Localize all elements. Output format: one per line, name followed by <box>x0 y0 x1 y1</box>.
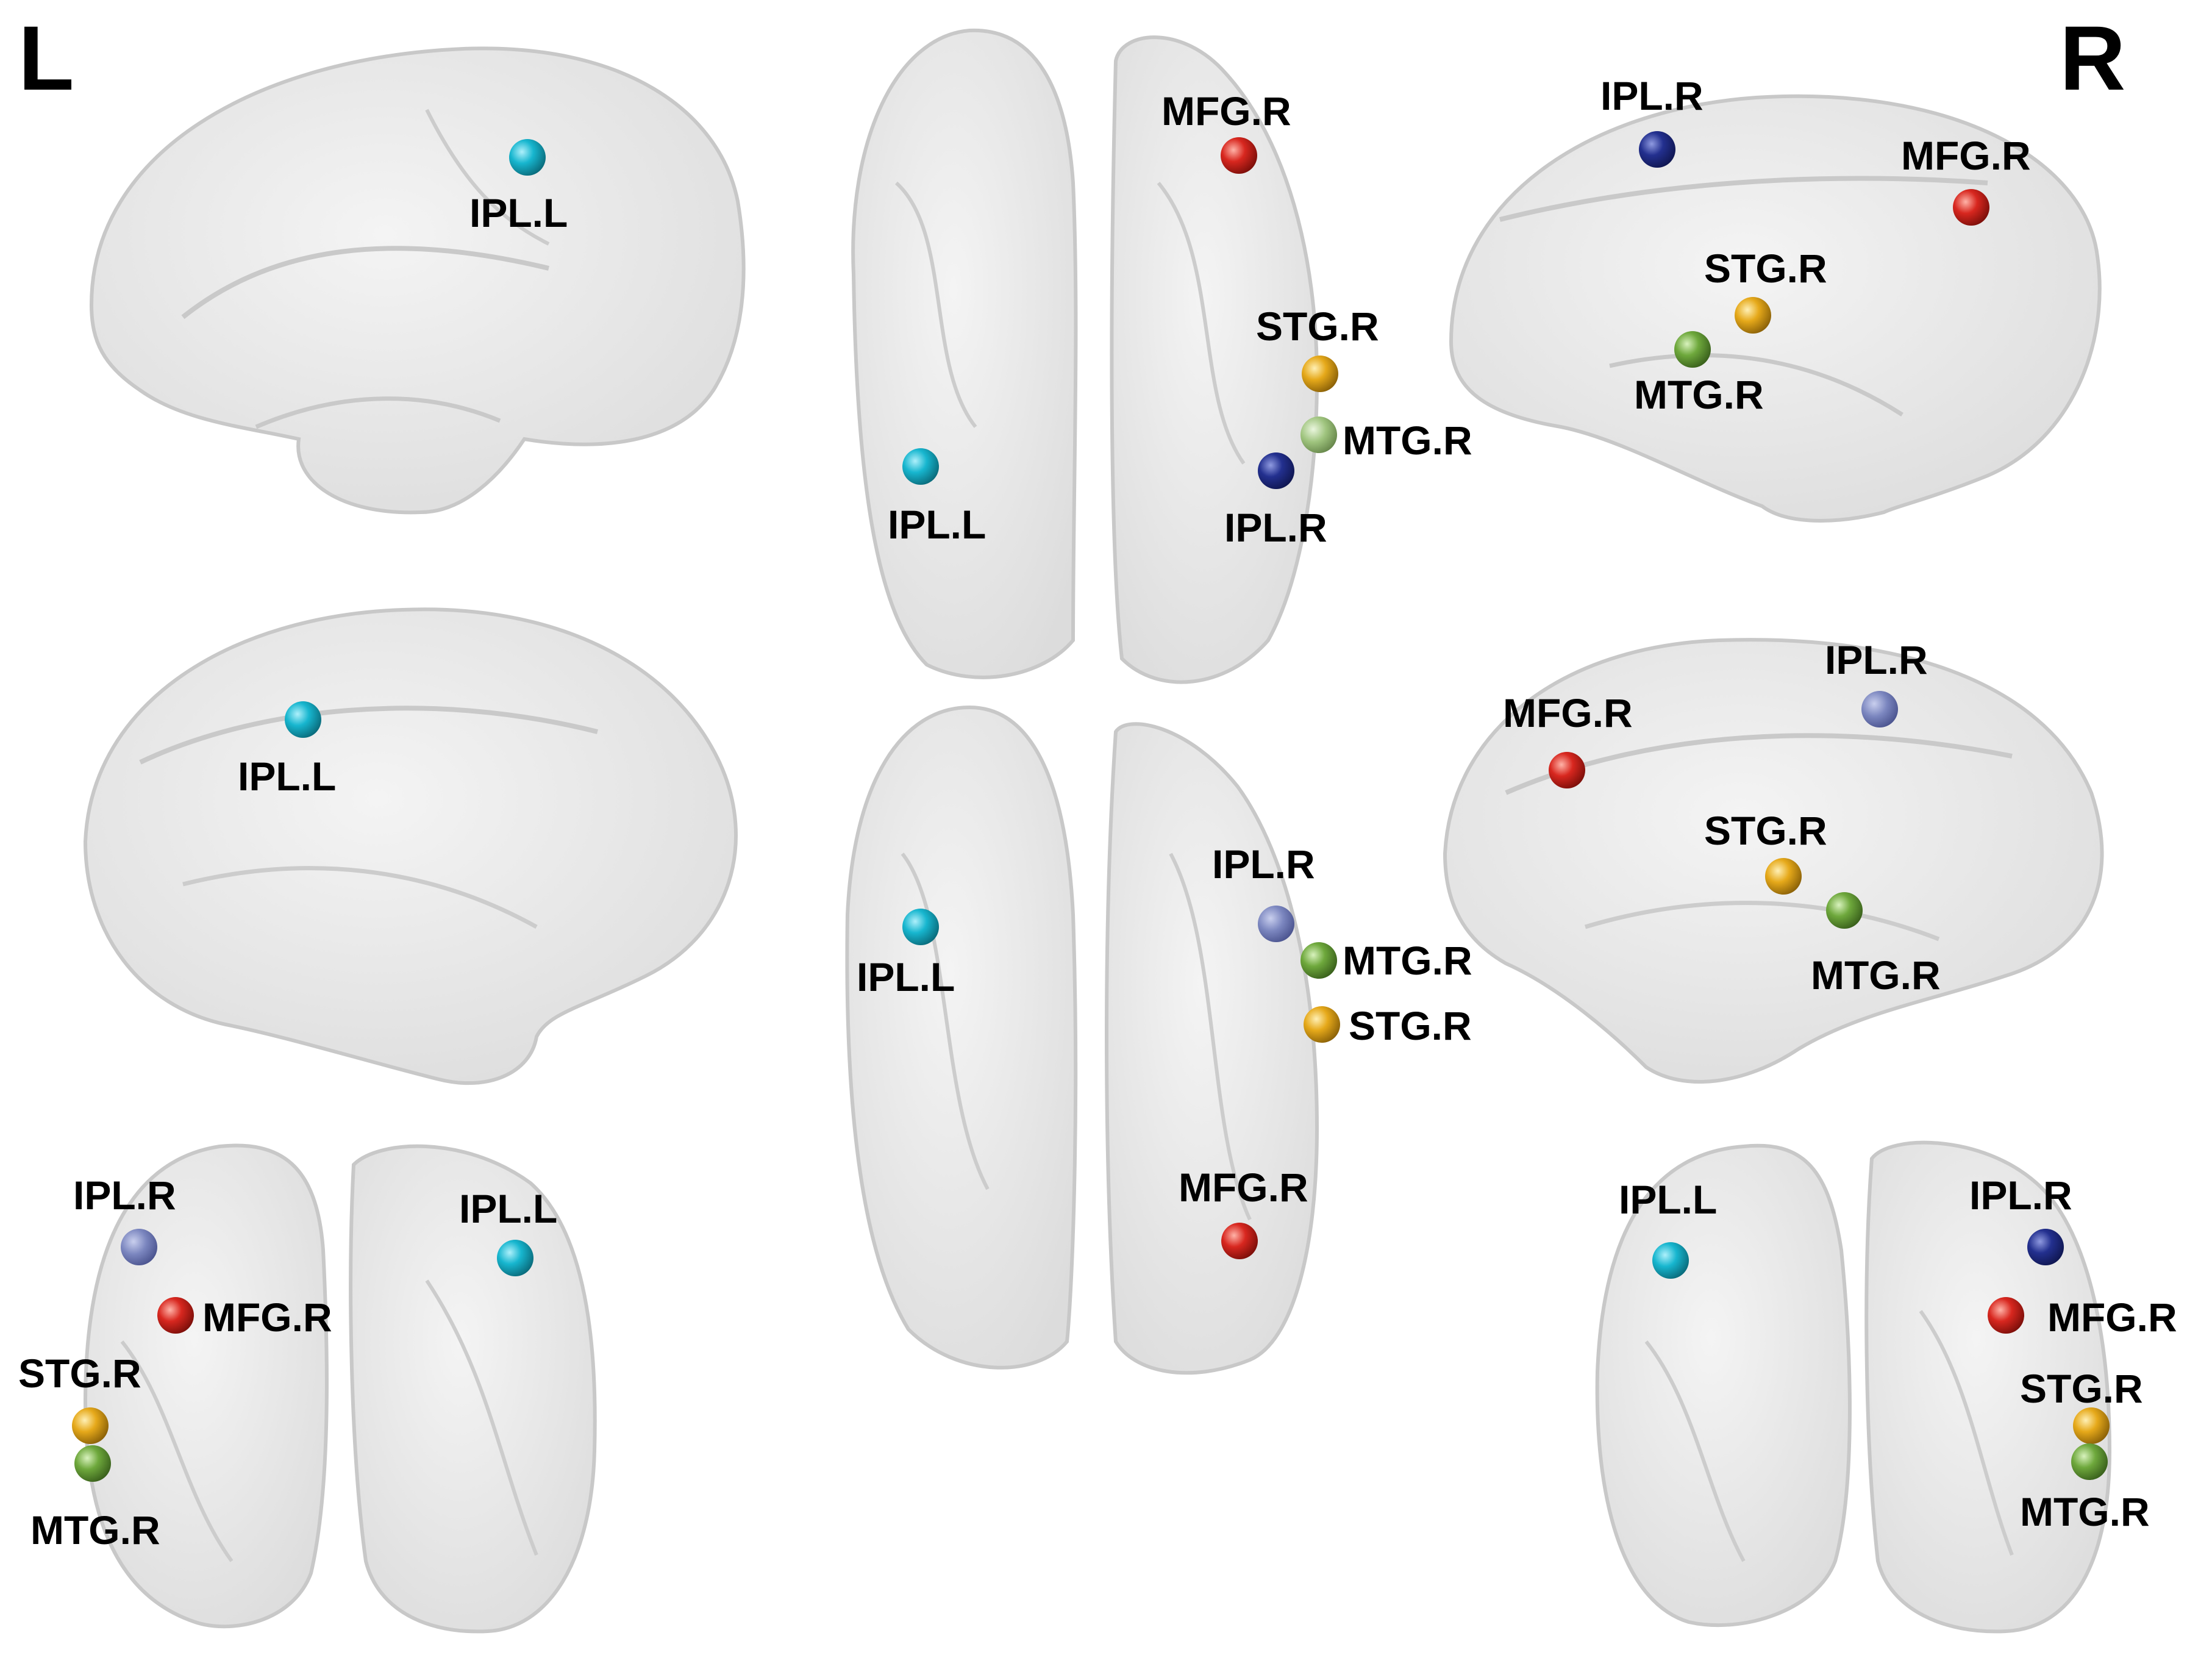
roi-mfg-r-sphere <box>1221 137 1257 174</box>
roi-mtg-r-sphere <box>1674 331 1711 368</box>
roi-ipl-r-label: IPL.R <box>1825 637 1928 682</box>
roi-ipl-l-sphere <box>497 1240 533 1276</box>
roi-mfg-r-label: MFG.R <box>1161 88 1291 134</box>
roi-markers: IPL.L MFG.R STG.R MTG.R IPL.R IPL.L IPL.… <box>18 73 2177 1553</box>
roi-mtg-r-label: MTG.R <box>1343 938 1472 983</box>
roi-ipl-r-label: IPL.R <box>1224 505 1327 550</box>
roi-ipl-l-label: IPL.L <box>1619 1177 1717 1222</box>
brain-left-lateral <box>89 46 746 515</box>
brain-surfaces <box>83 28 2112 1634</box>
roi-stg-r-sphere <box>72 1407 109 1444</box>
roi-ipl-l-label: IPL.L <box>469 190 568 235</box>
roi-mfg-r-sphere <box>157 1297 194 1334</box>
brain-right-medial <box>1443 638 2104 1084</box>
roi-ipl-l-sphere <box>1652 1242 1689 1279</box>
brain-superior-right-hemisphere <box>1110 35 1319 684</box>
roi-mtg-r-label: MTG.R <box>1343 418 1472 463</box>
roi-stg-r-label: STG.R <box>1349 1003 1472 1048</box>
roi-ipl-l-sphere <box>509 139 546 176</box>
roi-stg-r-label: STG.R <box>1704 808 1827 853</box>
roi-ipl-r-sphere <box>121 1229 157 1265</box>
roi-ipl-r-sphere <box>2027 1229 2064 1265</box>
roi-mtg-r-sphere <box>74 1445 111 1482</box>
roi-ipl-r-label: IPL.R <box>73 1173 176 1218</box>
brain-right-lateral <box>1449 94 2102 523</box>
roi-mfg-r-sphere <box>1953 189 1989 226</box>
roi-mfg-r-label: MFG.R <box>2047 1295 2177 1340</box>
roi-stg-r-sphere <box>1302 356 1338 392</box>
roi-mtg-r-sphere <box>1826 892 1863 929</box>
roi-mtg-r-label: MTG.R <box>1811 953 1941 998</box>
roi-stg-r-sphere <box>1304 1006 1340 1043</box>
roi-stg-r-label: STG.R <box>2020 1366 2143 1411</box>
roi-stg-r-label: STG.R <box>18 1351 141 1396</box>
roi-mtg-r-label: MTG.R <box>2020 1489 2150 1534</box>
roi-mtg-r-sphere <box>1300 942 1337 979</box>
roi-stg-r-label: STG.R <box>1704 246 1827 291</box>
roi-mfg-r-label: MFG.R <box>1901 133 2031 178</box>
brain-superior-left-hemisphere <box>851 28 1078 679</box>
roi-stg-r-sphere <box>2073 1407 2110 1444</box>
roi-ipl-l-sphere <box>902 909 939 945</box>
brain-inferior-right-hemisphere <box>1105 722 1319 1375</box>
roi-ipl-l-label: IPL.L <box>459 1186 557 1231</box>
roi-mfg-r-label: MFG.R <box>202 1295 332 1340</box>
roi-stg-r-sphere <box>1765 858 1802 895</box>
roi-ipl-l-label: IPL.L <box>238 754 336 799</box>
roi-mtg-r-label: MTG.R <box>30 1507 160 1553</box>
brain-anterior-right-hemisphere <box>349 1144 597 1634</box>
roi-mfg-r-label: MFG.R <box>1503 690 1633 735</box>
roi-ipl-r-sphere <box>1861 691 1898 727</box>
roi-ipl-r-label: IPL.R <box>1600 73 1704 118</box>
roi-ipl-l-sphere <box>285 701 321 738</box>
roi-ipl-r-sphere <box>1258 452 1294 489</box>
left-hemisphere-label: L <box>18 7 74 109</box>
roi-ipl-r-label: IPL.R <box>1969 1173 2072 1218</box>
roi-ipl-r-sphere <box>1639 131 1675 168</box>
roi-stg-r-label: STG.R <box>1256 304 1379 349</box>
roi-ipl-l-label: IPL.L <box>888 502 986 547</box>
roi-mfg-r-sphere <box>1988 1297 2024 1334</box>
roi-ipl-r-sphere <box>1258 906 1294 942</box>
roi-stg-r-sphere <box>1735 297 1771 334</box>
roi-ipl-r-label: IPL.R <box>1212 842 1315 887</box>
roi-mfg-r-sphere <box>1221 1223 1258 1259</box>
roi-mtg-r-sphere <box>2071 1443 2108 1480</box>
brain-anterior-left-hemisphere <box>83 1143 329 1629</box>
roi-mtg-r-label: MTG.R <box>1634 372 1764 417</box>
roi-mfg-r-label: MFG.R <box>1179 1165 1308 1210</box>
brain-left-medial <box>83 607 738 1085</box>
roi-mtg-r-sphere <box>1300 416 1337 453</box>
right-hemisphere-label: R <box>2060 7 2126 109</box>
roi-mfg-r-sphere <box>1549 752 1585 788</box>
brain-inferior-left-hemisphere <box>845 705 1078 1370</box>
roi-ipl-l-label: IPL.L <box>857 954 955 999</box>
roi-ipl-l-sphere <box>902 448 939 485</box>
